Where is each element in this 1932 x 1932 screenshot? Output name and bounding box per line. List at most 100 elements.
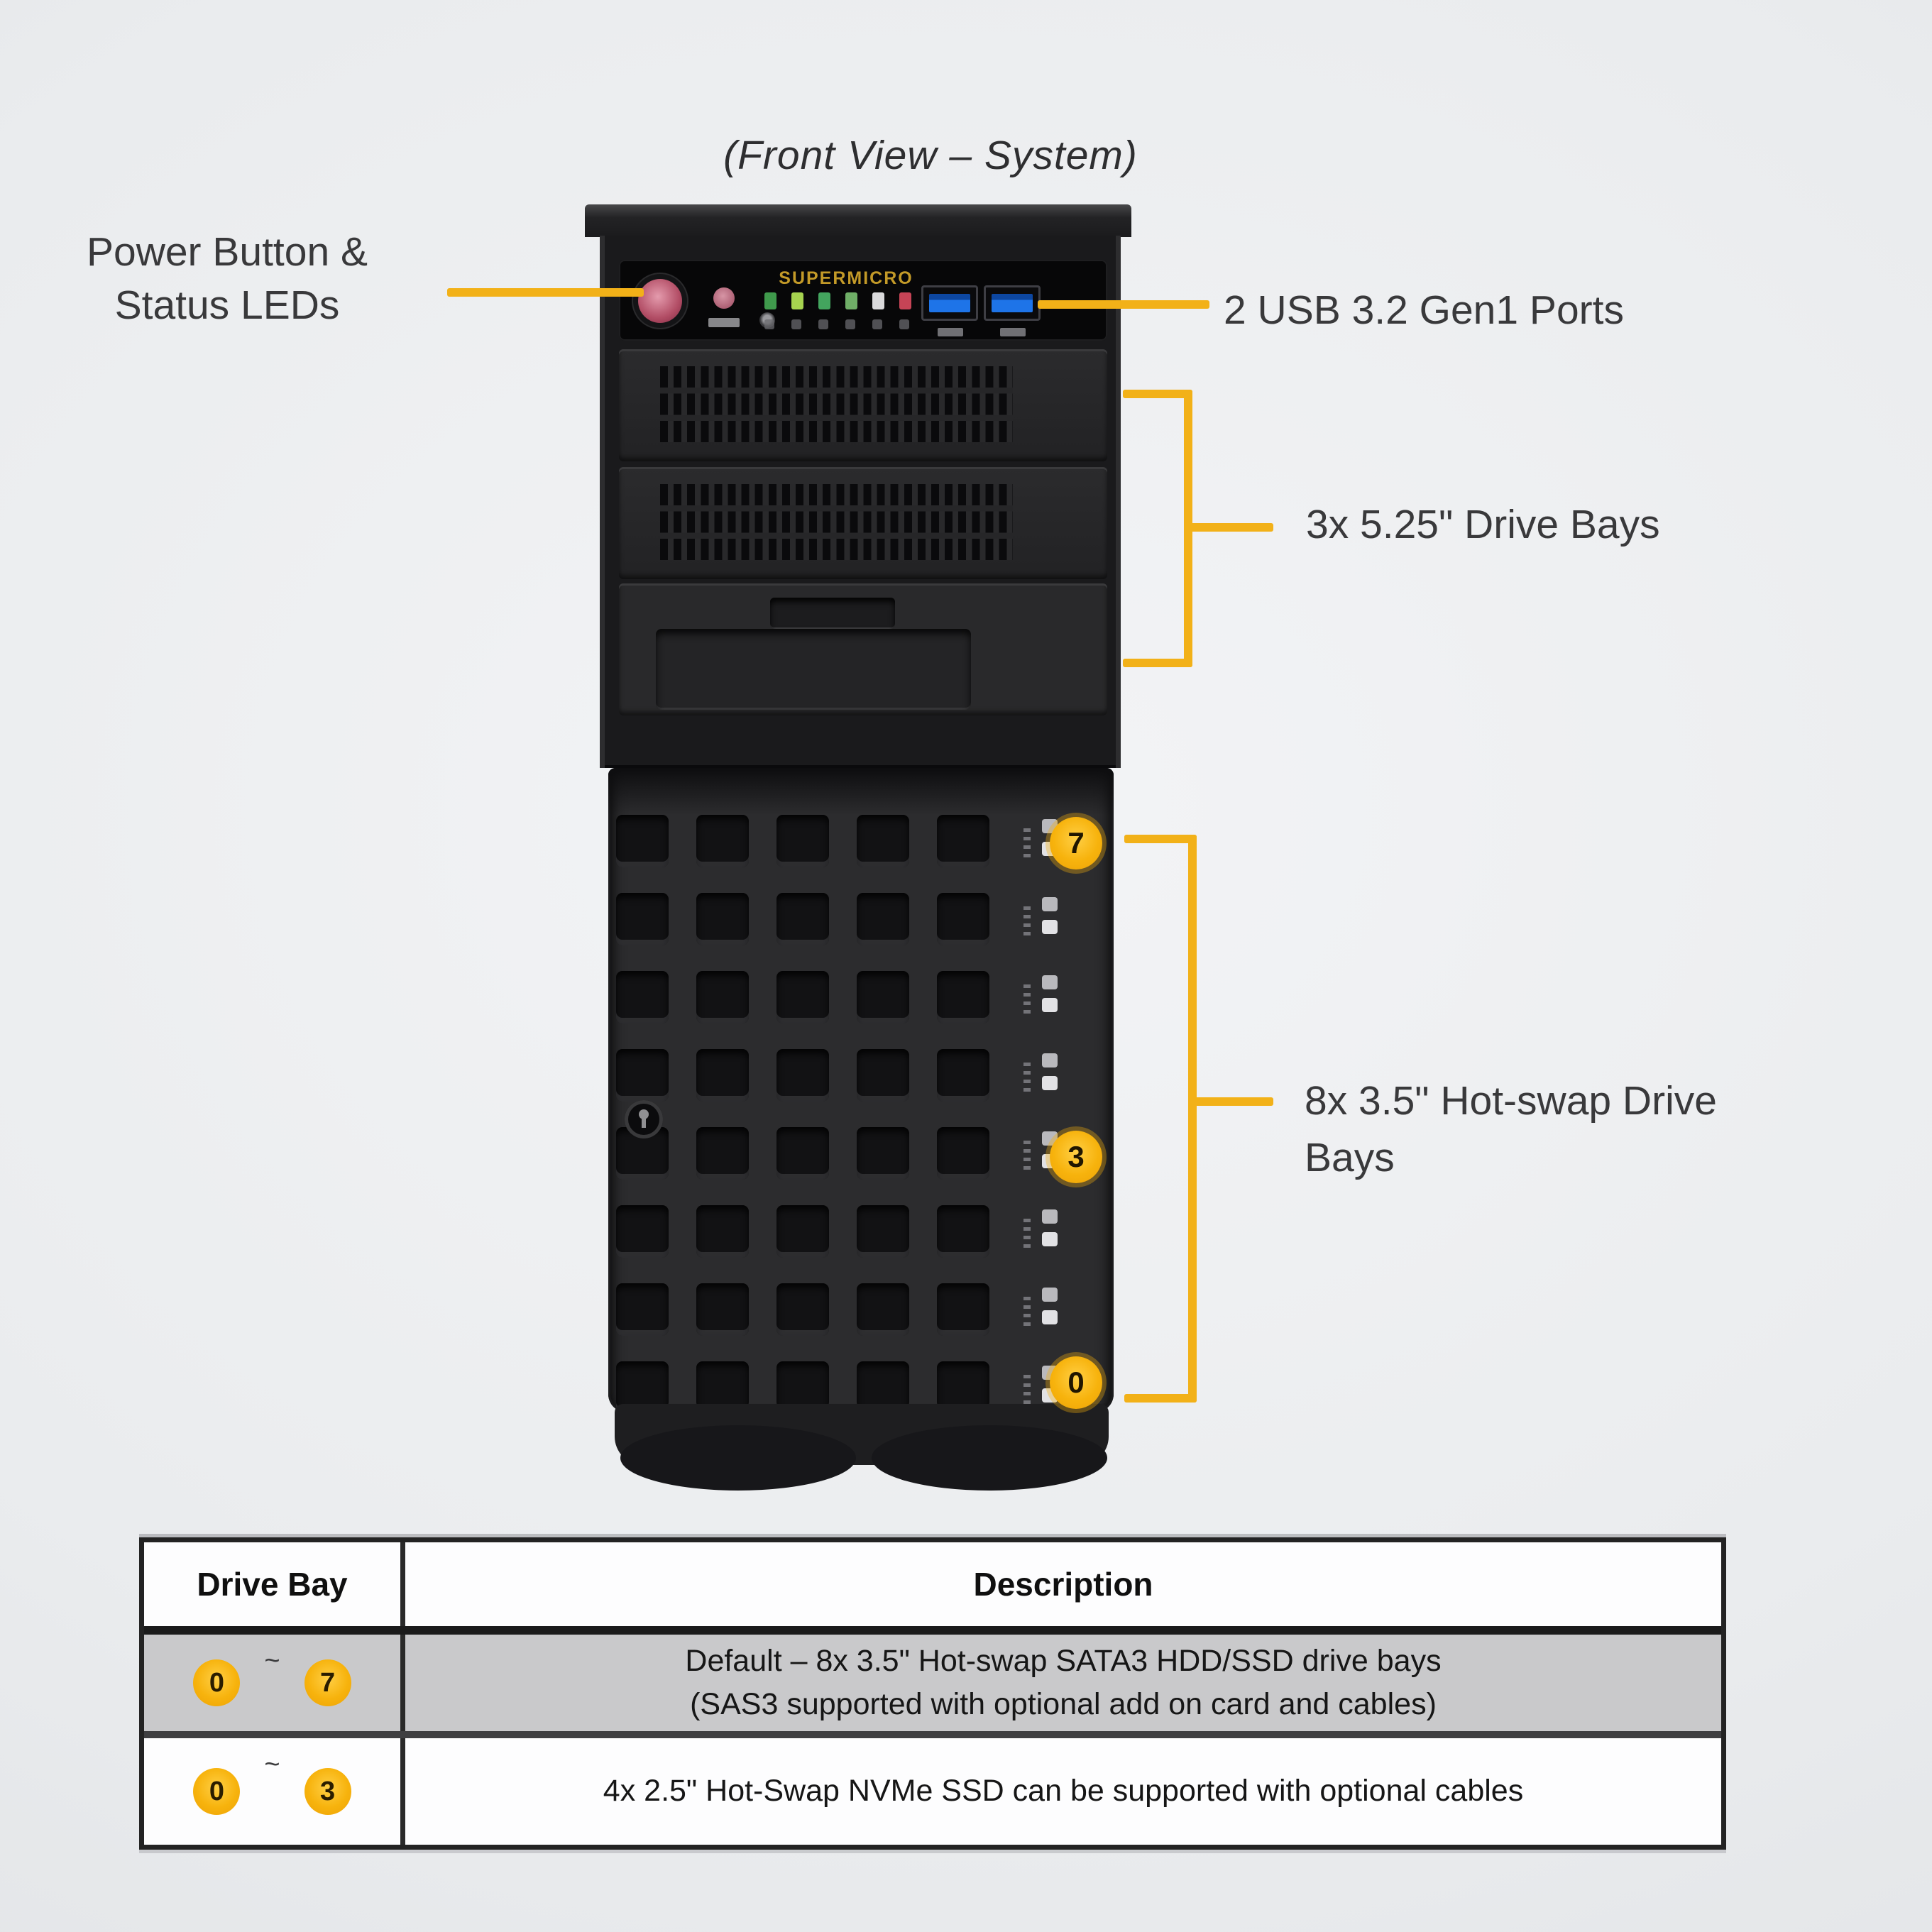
bays-35-label-line2: Bays [1305, 1134, 1395, 1180]
drive-tray-cutout [857, 971, 909, 1023]
drive-tray-cutout [857, 1283, 909, 1336]
usb-port-icon [984, 285, 1041, 321]
page-title: (Front View – System) [723, 133, 1138, 178]
table-cell-bay-range: 0 ~ 7 [144, 1635, 405, 1731]
power-label-line2: Status LEDs [114, 282, 340, 329]
drive-tray-cutout [776, 1283, 829, 1336]
chassis-top-section: SUPERMICRO [600, 236, 1121, 768]
description-line1: 4x 2.5" Hot-Swap NVMe SSD can be support… [603, 1774, 1524, 1808]
brand-logo: SUPERMICRO [779, 268, 913, 288]
drive-bay-led-indicator [1022, 1283, 1072, 1336]
drive-tray-cutout [616, 893, 669, 945]
drive-bay-led-indicator [1022, 971, 1072, 1023]
drive-tray-cutout [696, 815, 749, 867]
activity-led-icon [1042, 897, 1058, 911]
drive-tray-cutout [857, 893, 909, 945]
bracket-525-top-tick [1123, 390, 1192, 398]
led-text-ticks [1023, 823, 1031, 857]
drive-tray-cutout [616, 1205, 669, 1258]
bay-panel-recess [656, 629, 971, 710]
key-lock-icon [625, 1100, 663, 1138]
callout-line-usb [1038, 300, 1209, 309]
bracket-35-vertical [1188, 835, 1197, 1403]
led-text-ticks [1023, 1214, 1031, 1248]
activity-led-icon [1042, 975, 1058, 989]
status-led-icon [1042, 1232, 1058, 1246]
led-text-ticks [1023, 1136, 1031, 1170]
drive-tray-cutout [857, 1049, 909, 1102]
description-line2: (SAS3 supported with optional add on car… [690, 1687, 1437, 1721]
drive-tray-cutout [937, 971, 989, 1023]
bays-35-label: 8x 3.5" Hot-swap Drive Bays [1305, 1073, 1717, 1187]
table-row: 0 ~ 7 Default – 8x 3.5" Hot-swap SATA3 H… [144, 1635, 1721, 1738]
drive-tray-cutout [776, 815, 829, 867]
status-led-icon [764, 292, 776, 309]
bay-badge-to: 7 [304, 1659, 351, 1706]
bays-525-label: 3x 5.25" Drive Bays [1306, 502, 1660, 547]
drive-bay-led-indicator [1022, 1205, 1072, 1258]
drive-tray-cutout [776, 1205, 829, 1258]
drive-tray-cutout [937, 815, 989, 867]
vent-grid [660, 366, 1013, 442]
drive-tray-cutout [696, 1127, 749, 1180]
usb-port-label [1000, 328, 1026, 336]
status-led-icon [791, 292, 803, 309]
drive-tray-cutout [696, 1205, 749, 1258]
drive-tray-cutout [696, 893, 749, 945]
status-led-icon [1042, 1076, 1058, 1090]
drive-tray-cutout [857, 1205, 909, 1258]
usb-tongue [929, 294, 970, 312]
status-led-icon [1042, 1310, 1058, 1324]
callout-line-power [447, 288, 644, 297]
chassis-top-lid [585, 204, 1131, 237]
drive-bay-525-cover-1 [619, 349, 1107, 461]
bay-badge-from: 0 [193, 1768, 241, 1815]
range-tilde: ~ [264, 1750, 280, 1779]
drive-bay-table: Drive Bay Description 0 ~ 7 Default – 8x… [139, 1537, 1726, 1850]
drive-tray-cutout [937, 1127, 989, 1180]
status-led-icon [845, 292, 857, 309]
led-text-ticks [1023, 1370, 1031, 1404]
reset-button-icon [713, 287, 735, 309]
drive-tray-cutout [857, 1127, 909, 1180]
chassis-shoulder-shade [608, 768, 1114, 818]
table-header-drive-bay: Drive Bay [144, 1542, 405, 1626]
status-led-icon [1042, 998, 1058, 1012]
bracket-525-bottom-tick [1123, 659, 1192, 667]
bays-35-label-line1: 8x 3.5" Hot-swap Drive [1305, 1078, 1717, 1124]
drive-tray-cutout [776, 1049, 829, 1102]
reset-label [708, 318, 740, 327]
bracket-35-mid-tick [1188, 1097, 1273, 1106]
drive-tray-cutout [857, 815, 909, 867]
bay-badge-0: 0 [1050, 1356, 1102, 1409]
drive-bay-led-indicator [1022, 1049, 1072, 1102]
drive-tray-cutout [616, 1049, 669, 1102]
usb-port-icon [921, 285, 978, 321]
drive-tray-cutout [696, 971, 749, 1023]
drive-tray-grid [616, 815, 990, 1415]
front-control-panel: SUPERMICRO [619, 260, 1107, 341]
chassis-foot-right [872, 1425, 1107, 1491]
chassis-foot-left [620, 1425, 856, 1491]
drive-tray-cutout [937, 1205, 989, 1258]
bay-handle-recess [770, 598, 895, 629]
power-label: Power Button & Status LEDs [28, 226, 426, 332]
drive-tray-cutout [696, 1283, 749, 1336]
bay-badge-to: 3 [304, 1768, 351, 1815]
table-header-row: Drive Bay Description [144, 1542, 1721, 1635]
drive-bay-525-cover-3 [619, 583, 1107, 715]
drive-tray-cutout [616, 1283, 669, 1336]
status-leds [764, 292, 911, 309]
power-label-line1: Power Button & [86, 229, 368, 275]
keyhole-icon [639, 1109, 649, 1128]
bracket-35-bottom-tick [1124, 1394, 1197, 1403]
drive-tray-cutout [937, 1283, 989, 1336]
vent-grid [660, 484, 1013, 560]
status-led-icon [872, 292, 884, 309]
bay-badge-from: 0 [193, 1659, 241, 1706]
usb-label: 2 USB 3.2 Gen1 Ports [1224, 287, 1624, 333]
range-tilde: ~ [264, 1646, 280, 1676]
bracket-525-mid-tick [1184, 523, 1273, 532]
description-line1: Default – 8x 3.5" Hot-swap SATA3 HDD/SSD… [685, 1643, 1442, 1678]
